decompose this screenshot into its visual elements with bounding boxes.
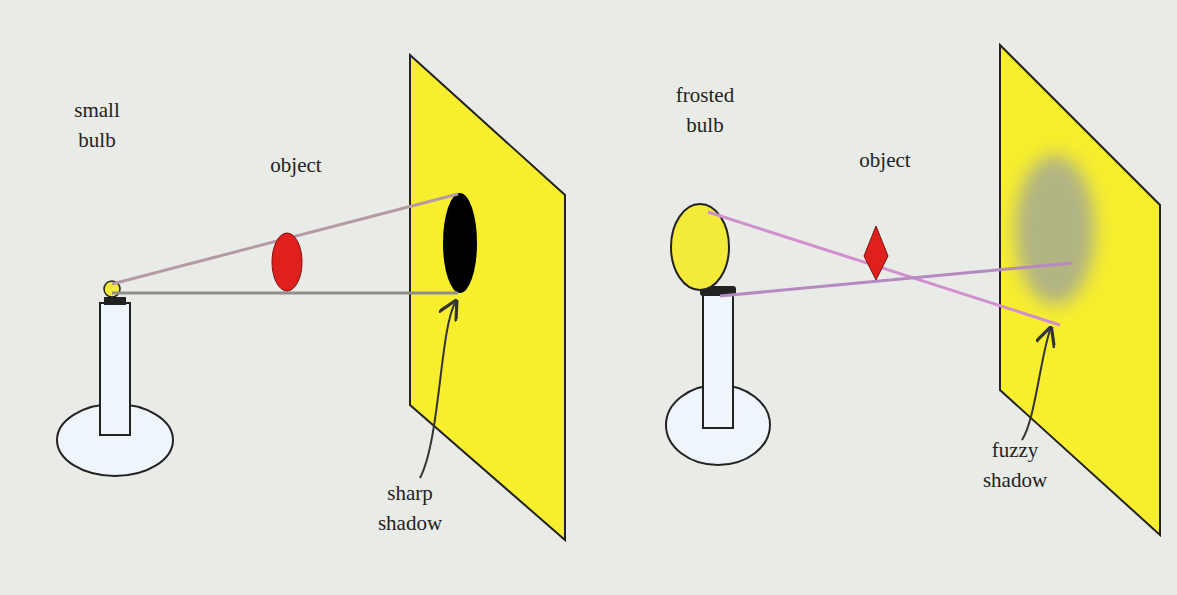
label: fuzzy shadow bbox=[975, 435, 1055, 496]
lamp-stem bbox=[703, 292, 733, 428]
object bbox=[272, 233, 302, 291]
lamp-stem bbox=[100, 303, 130, 435]
label: object bbox=[256, 150, 336, 180]
label: object bbox=[845, 145, 925, 175]
sharp-shadow bbox=[443, 193, 477, 293]
screen bbox=[410, 55, 565, 540]
pointer-arrow bbox=[420, 303, 455, 478]
label: sharp shadow bbox=[370, 478, 450, 539]
light-ray bbox=[720, 263, 1072, 296]
label: small bulb bbox=[62, 95, 132, 156]
pointer-arrow bbox=[1022, 330, 1050, 440]
label: frosted bulb bbox=[660, 80, 750, 141]
object bbox=[864, 226, 888, 280]
lamp-socket bbox=[104, 297, 126, 305]
fuzzy-shadow bbox=[1015, 155, 1095, 305]
light-ray bbox=[112, 292, 458, 295]
